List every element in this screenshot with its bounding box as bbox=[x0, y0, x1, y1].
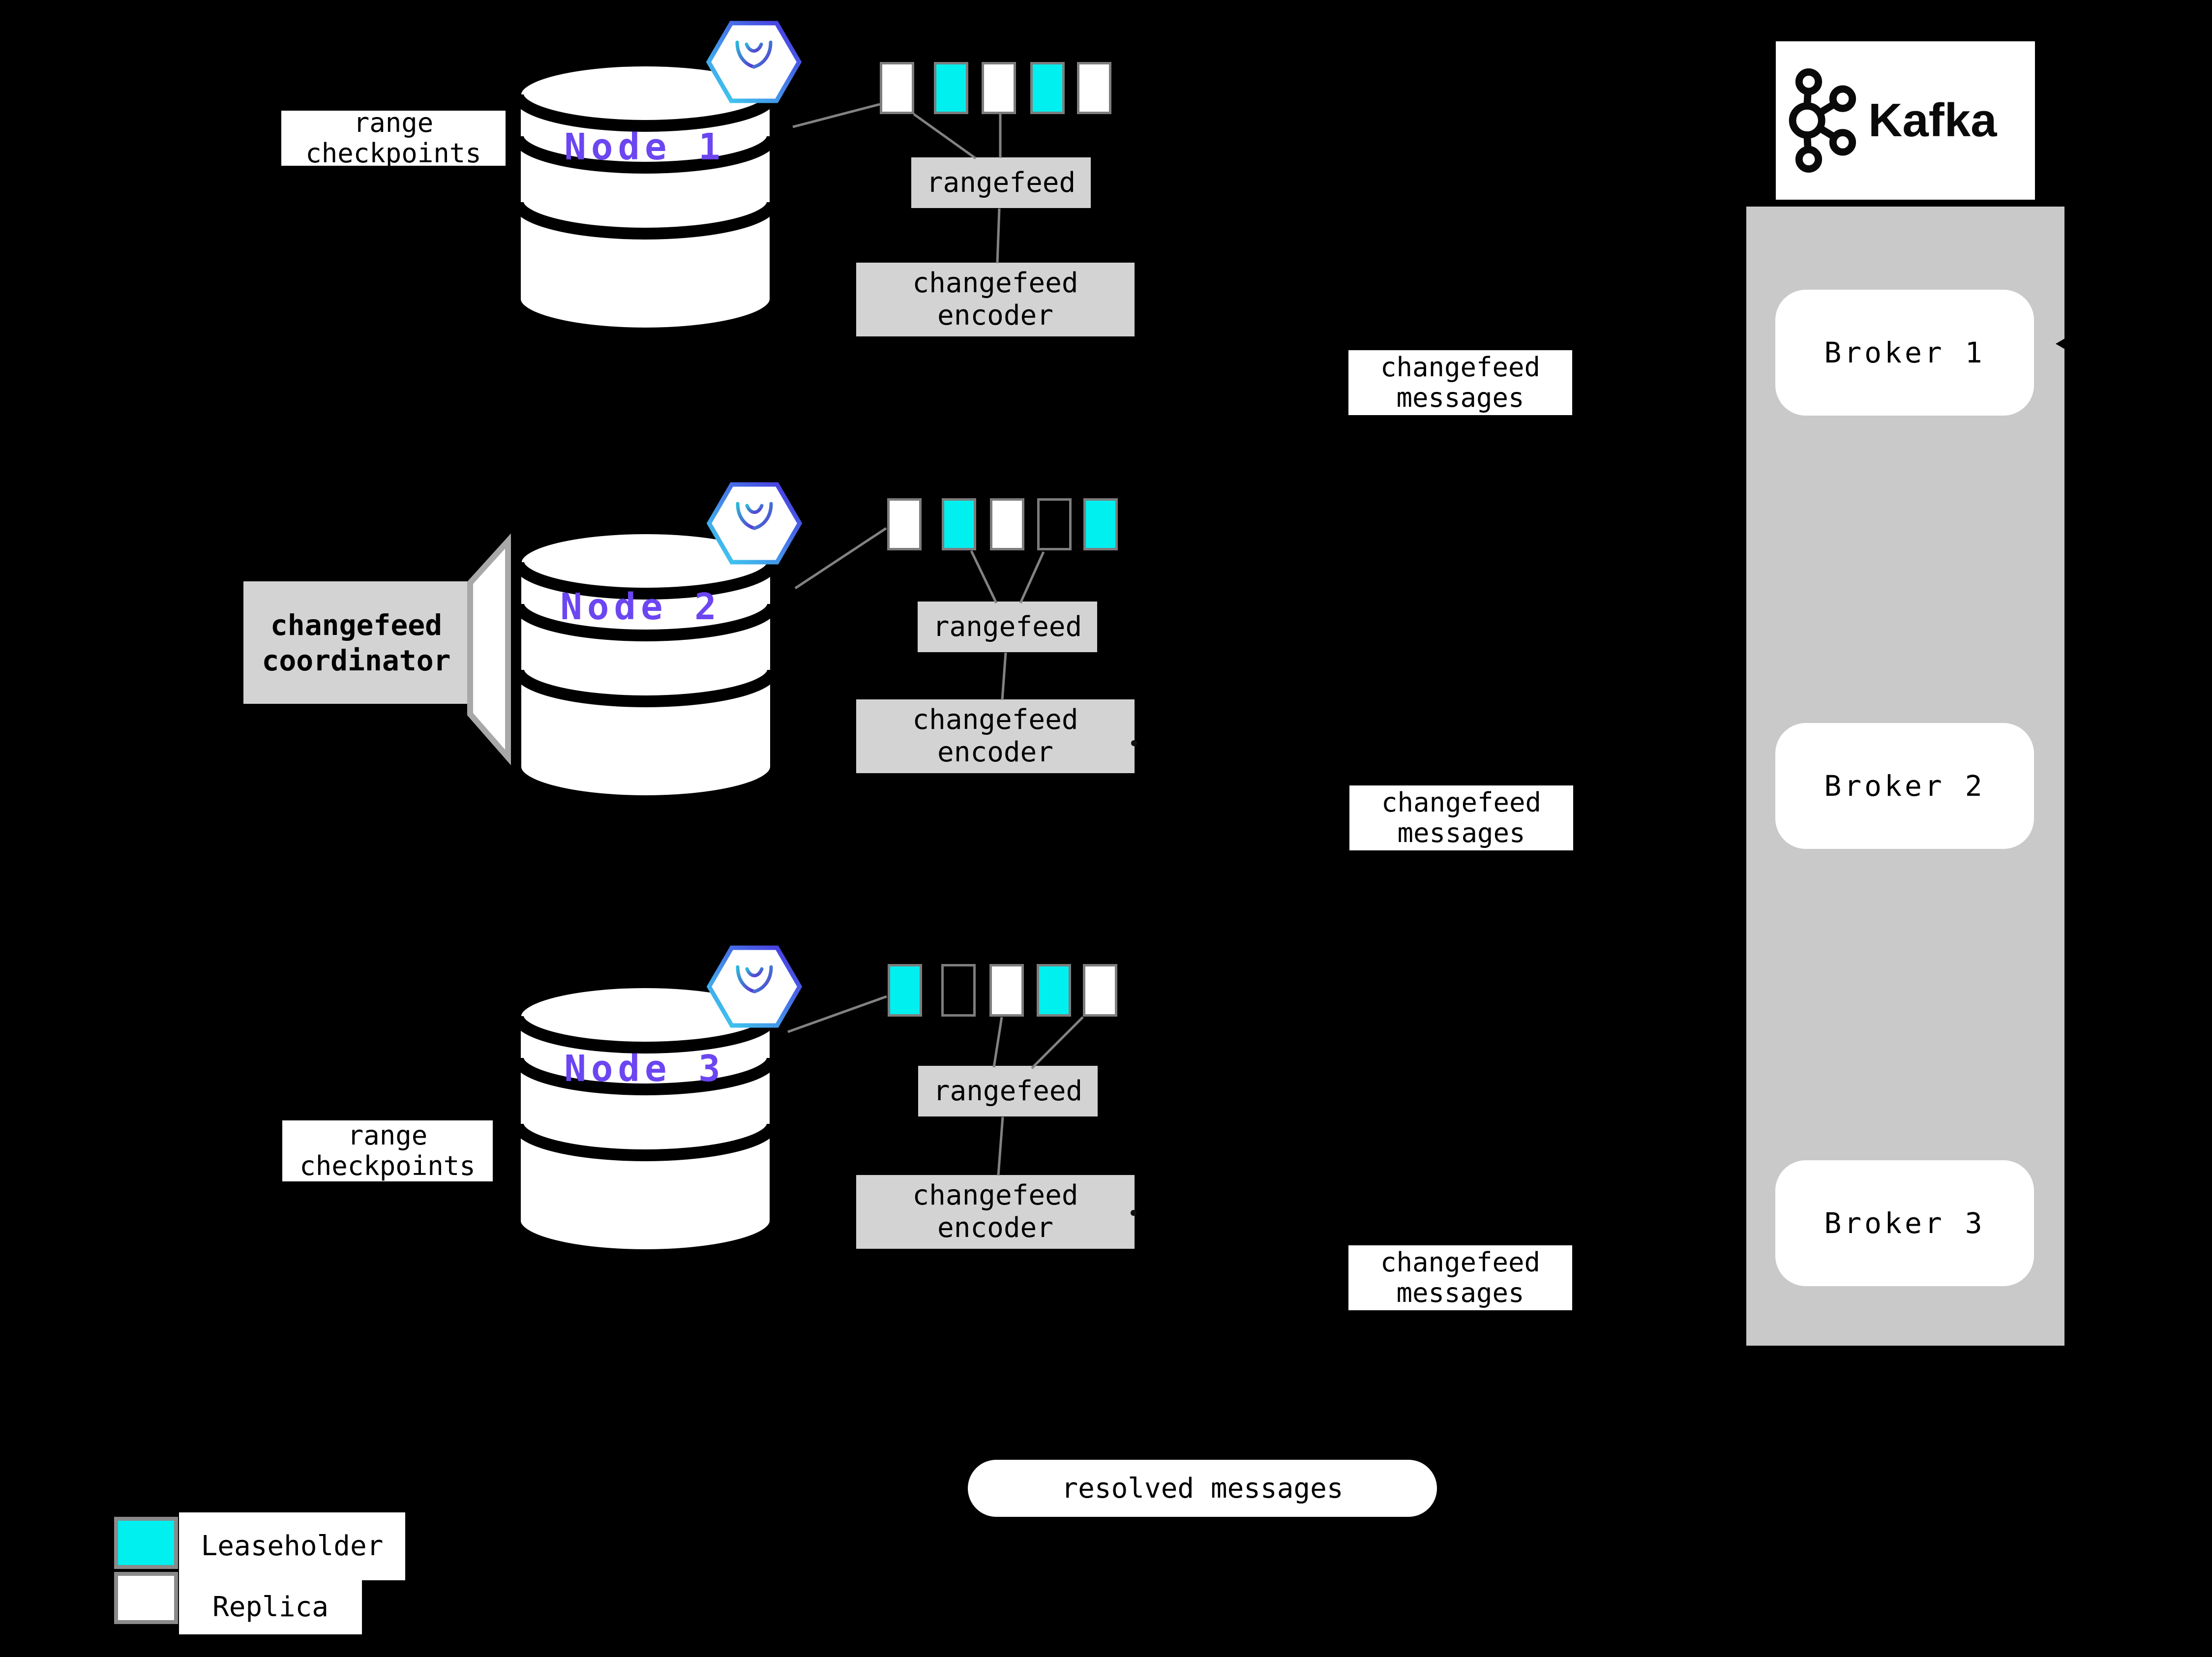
messages-line1: changefeed bbox=[1381, 787, 1542, 818]
changefeed-encoder-box-3: changefeed encoder bbox=[856, 1175, 1135, 1249]
range-replica-cell bbox=[941, 964, 976, 1017]
rangefeed-label: rangefeed bbox=[933, 1075, 1083, 1107]
range-replica-cell bbox=[1030, 62, 1065, 114]
range-replica-cell bbox=[887, 498, 922, 550]
connector-line bbox=[970, 550, 998, 604]
changefeed-encoder-box-2: changefeed encoder bbox=[856, 699, 1135, 773]
connector-line bbox=[1001, 652, 1007, 700]
broker-label: Broker 1 bbox=[1824, 336, 1985, 369]
range-checkpoints-line1: range bbox=[353, 107, 434, 138]
node1-label: Node 1 bbox=[564, 126, 725, 168]
encoder-line1: changefeed bbox=[912, 704, 1078, 736]
connector-line bbox=[913, 113, 977, 160]
coordinator-line1: changefeed bbox=[270, 608, 443, 642]
messages-line2: messages bbox=[1396, 382, 1524, 413]
broker-2: Broker 2 bbox=[1775, 723, 2034, 849]
range-checkpoints-label-3: range checkpoints bbox=[282, 1120, 493, 1181]
encoder-line1: changefeed bbox=[912, 1179, 1078, 1211]
range-replica-cell bbox=[888, 964, 922, 1017]
connector-line bbox=[996, 208, 1001, 264]
range-replica-cell bbox=[990, 498, 1024, 550]
broker-label: Broker 3 bbox=[1824, 1206, 1985, 1240]
range-replica-cell bbox=[1077, 62, 1111, 114]
kafka-wordmark: Kafka bbox=[1868, 94, 1997, 147]
kafka-icon bbox=[1789, 68, 1856, 173]
range-checkpoints-line2: checkpoints bbox=[305, 138, 481, 169]
node2-cylinder-icon bbox=[518, 531, 773, 798]
connector-line bbox=[794, 527, 887, 590]
coordinator-line2: coordinator bbox=[262, 643, 451, 677]
legend-leaseholder-swatch bbox=[114, 1517, 178, 1569]
messages-line1: changefeed bbox=[1380, 352, 1541, 383]
rangefeed-label: rangefeed bbox=[932, 610, 1082, 643]
connector-line bbox=[792, 103, 880, 128]
connector-line bbox=[992, 1017, 1003, 1068]
rangefeed-box-1: rangefeed bbox=[911, 157, 1091, 208]
range-replica-cell bbox=[880, 62, 914, 114]
range-replica-cell bbox=[1083, 498, 1118, 550]
legend-replica-label: Replica bbox=[179, 1580, 362, 1634]
changefeed-messages-label-1: changefeed messages bbox=[1348, 350, 1572, 415]
range-replica-cell bbox=[942, 498, 976, 550]
connector-line bbox=[997, 1116, 1004, 1176]
legend-replica-text: Replica bbox=[212, 1591, 329, 1623]
rangefeed-box-3: rangefeed bbox=[918, 1066, 1098, 1116]
changefeed-messages-label-3: changefeed messages bbox=[1348, 1245, 1572, 1310]
encoder-line1: changefeed bbox=[912, 267, 1078, 299]
range-replica-cell bbox=[982, 62, 1016, 114]
cockroachdb-badge-icon bbox=[709, 484, 800, 562]
coordinator-callout bbox=[467, 533, 511, 765]
cockroachdb-badge-icon bbox=[709, 948, 800, 1025]
encoder-line2: encoder bbox=[937, 300, 1053, 331]
connector-line bbox=[1019, 551, 1045, 604]
rangefeed-box-2: rangefeed bbox=[918, 602, 1097, 652]
encoder-line2: encoder bbox=[937, 736, 1053, 768]
messages-line2: messages bbox=[1396, 1277, 1524, 1308]
resolved-messages-pill: resolved messages bbox=[968, 1460, 1437, 1517]
range-checkpoints-label-1: range checkpoints bbox=[281, 107, 506, 169]
connector-line bbox=[787, 995, 887, 1033]
kafka-logo-box: Kafka bbox=[1776, 41, 2035, 200]
connector-line bbox=[1031, 1016, 1084, 1069]
node1-cylinder-icon bbox=[518, 63, 773, 331]
legend-replica-swatch bbox=[114, 1572, 178, 1624]
rangefeed-label: rangefeed bbox=[926, 166, 1076, 199]
range-replica-cell bbox=[1083, 964, 1117, 1017]
legend-leaseholder-label: Leaseholder bbox=[179, 1512, 405, 1580]
changefeed-coordinator-label: changefeed coordinator bbox=[243, 581, 469, 704]
changefeed-messages-label-2: changefeed messages bbox=[1349, 785, 1573, 850]
cockroachdb-badge-icon bbox=[709, 23, 799, 101]
node3-cylinder-icon bbox=[518, 985, 773, 1252]
resolved-messages-label: resolved messages bbox=[1061, 1472, 1344, 1505]
messages-line2: messages bbox=[1397, 817, 1525, 848]
range-replica-cell bbox=[934, 62, 968, 114]
broker-1: Broker 1 bbox=[1775, 290, 2034, 416]
node2-label: Node 2 bbox=[560, 586, 721, 628]
messages-line1: changefeed bbox=[1380, 1247, 1541, 1278]
encoder-line2: encoder bbox=[937, 1212, 1053, 1244]
legend-leaseholder-text: Leaseholder bbox=[201, 1530, 384, 1562]
broker-label: Broker 2 bbox=[1824, 769, 1985, 803]
range-checkpoints-line2: checkpoints bbox=[299, 1150, 476, 1181]
range-replica-cell bbox=[1037, 964, 1071, 1017]
range-checkpoints-line1: range bbox=[347, 1120, 428, 1151]
broker-3: Broker 3 bbox=[1775, 1160, 2034, 1286]
range-replica-cell bbox=[1037, 498, 1072, 550]
changefeed-encoder-box-1: changefeed encoder bbox=[856, 263, 1135, 336]
range-replica-cell bbox=[989, 964, 1024, 1017]
node3-label: Node 3 bbox=[564, 1048, 725, 1090]
